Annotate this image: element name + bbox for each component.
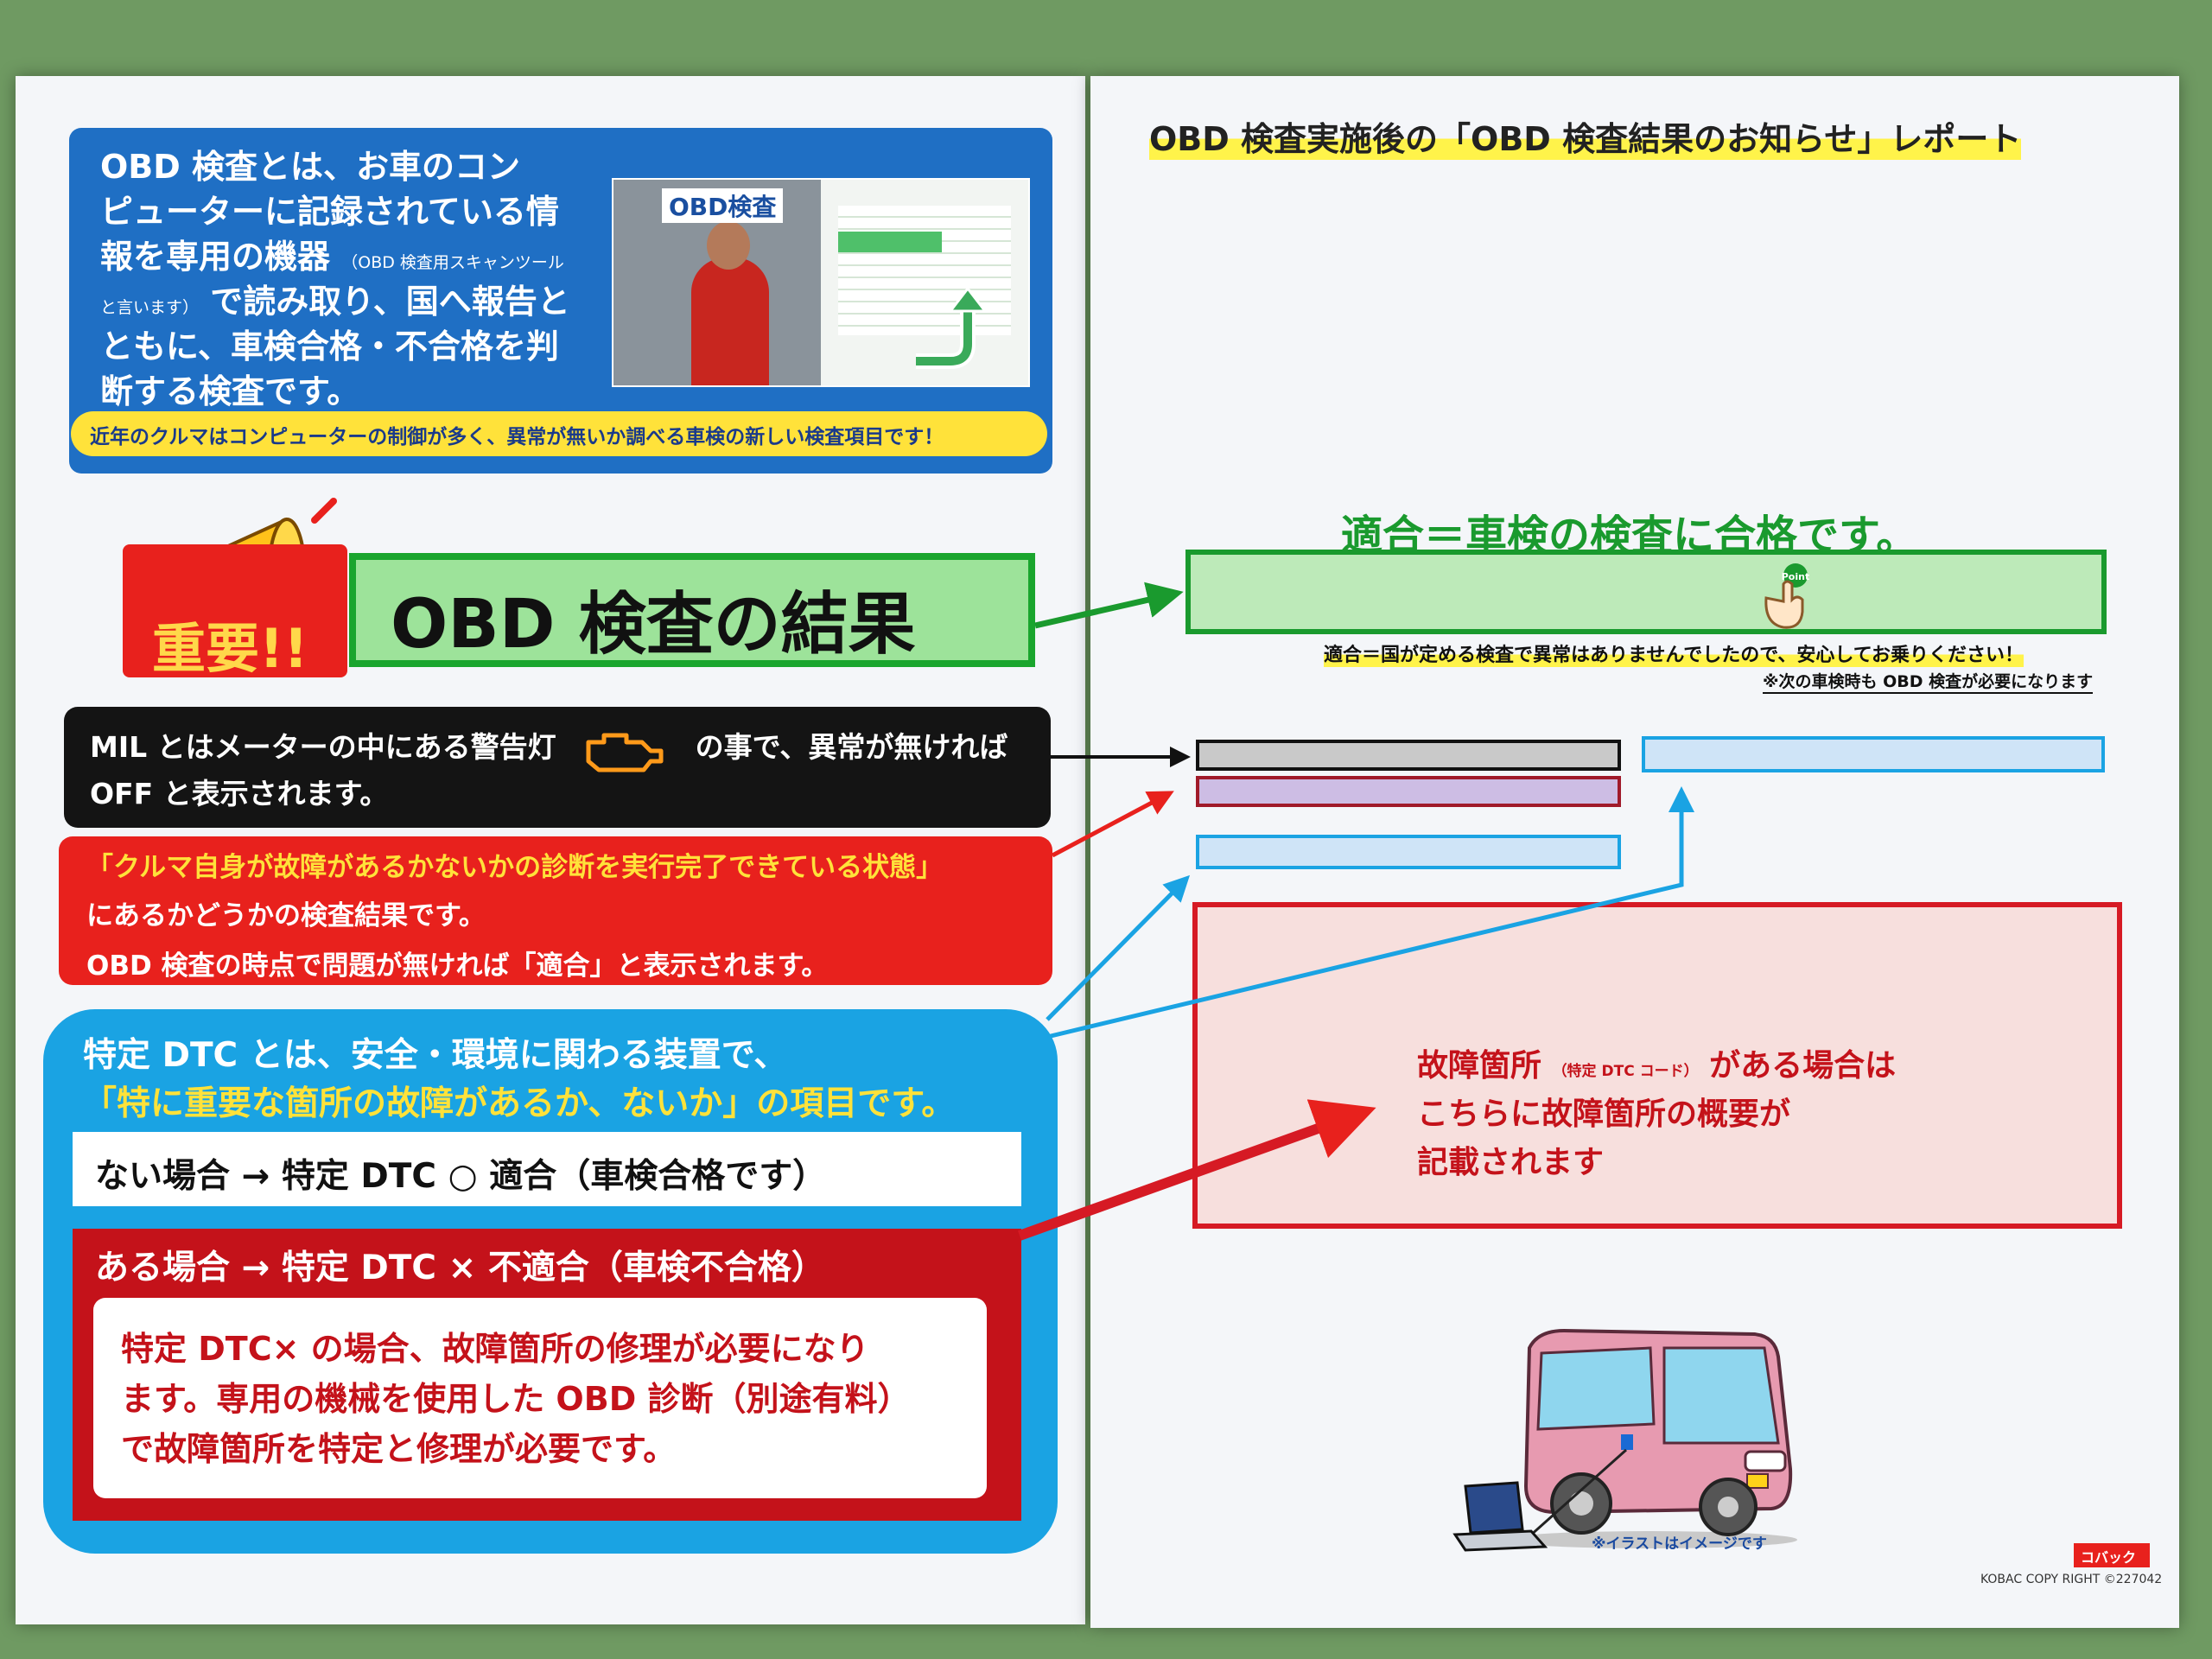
illustration-note: ※イラストはイメージです <box>1592 1535 1767 1553</box>
dtc-line-2: 「特に重要な箇所の故障があるか、ないか」の項目です。 <box>83 1084 956 1123</box>
pass-note: 適合＝国が定める検査で異常はありませんでしたので、安心してお乗りください！ <box>1324 639 2024 667</box>
intro-line-1: OBD 検査とは、お車のコン <box>100 148 521 186</box>
readiness-line-1: 「クルマ自身が故障があるかないかの診断を実行完了できている状態」 <box>86 852 944 883</box>
fault-line-1: 故障箇所 （特定 DTC コード） がある場合は <box>1417 1040 1896 1085</box>
fault-small: （特定 DTC コード） <box>1552 1063 1699 1080</box>
readiness-line-2: にあるかどうかの検査結果です。 <box>86 900 486 931</box>
dtc-none-box <box>73 1132 1021 1206</box>
intro-small-b: と言います） <box>100 298 200 317</box>
mil-result-box <box>1196 740 1621 771</box>
intro-footer-text: 近年のクルマはコンピューターの制御が多く、異常が無いか調べる車検の新しい検査項目… <box>90 426 944 448</box>
dtc-note-line-2: ます。専用の機械を使用した OBD 診断（別途有料） <box>121 1380 911 1418</box>
dtc-some-case: ある場合 → 特定 DTC × 不適合（車検不合格） <box>95 1249 825 1287</box>
intro-line-4: と言います） で読み取り、国へ報告と <box>100 275 570 322</box>
photo-arrow-icon <box>916 286 988 369</box>
important-title: OBD 検査の結果 <box>391 586 916 664</box>
car-illustration <box>1503 1328 1797 1548</box>
intro-line-2: ピューターに記録されている情 <box>100 193 559 231</box>
report-title: OBD 検査実施後の「OBD 検査結果のお知らせ」レポート <box>1149 112 2022 160</box>
intro-footer-bar <box>71 411 1047 456</box>
dtc-result-box <box>1196 835 1621 869</box>
engine-warning-icon <box>586 733 664 772</box>
dtc-code-box <box>1642 736 2105 772</box>
mil-line-1b: の事で、異常が無ければ <box>695 730 1008 764</box>
fault-detail-box <box>1192 902 2122 1229</box>
photo-mechanic-head <box>707 221 750 270</box>
important-badge-text: 重要!! <box>152 617 308 680</box>
intro-small-a: （OBD 検査用スキャンツール <box>341 253 564 272</box>
obd-photo: OBD検査 <box>612 178 1030 387</box>
important-badge <box>123 544 347 677</box>
dtc-line-1: 特定 DTC とは、安全・環境に関わる装置で、 <box>83 1036 788 1075</box>
photo-screen-grid <box>838 206 1011 335</box>
intro-line-3-text: 報を専用の機器 <box>100 238 331 276</box>
important-title-box <box>349 553 1035 667</box>
brand-logo-text: コバック <box>2081 1549 2137 1566</box>
point-label: Point <box>1782 571 1809 582</box>
intro-line-3: 報を専用の機器 （OBD 検査用スキャンツール <box>100 230 564 277</box>
fault-line-2: こちらに故障箇所の概要が <box>1417 1096 1791 1132</box>
fault-line-1b: がある場合は <box>1709 1048 1897 1084</box>
pass-result-box <box>1185 550 2107 634</box>
brand-logo: コバック <box>2074 1543 2150 1567</box>
arrow-to-readiness-box <box>1051 791 1174 858</box>
dtc-note-box <box>93 1298 987 1498</box>
arrow-to-pass-box <box>1034 582 1184 629</box>
fault-line-3: 記載されます <box>1417 1145 1605 1180</box>
readiness-box <box>59 836 1052 985</box>
laptop-illustration <box>1452 1481 1548 1552</box>
dtc-none-case: ない場合 → 特定 DTC ○ 適合（車検合格です） <box>95 1157 827 1196</box>
arrow-to-fault-box <box>1017 1099 1376 1241</box>
photo-mechanic <box>691 257 769 385</box>
fault-line-1a: 故障箇所 <box>1417 1048 1542 1084</box>
mil-box <box>64 707 1051 828</box>
intro-line-4-text: で読み取り、国へ報告と <box>210 283 570 321</box>
arrow-to-dtc-code-box <box>1046 786 1694 1039</box>
arrow-to-dtc-box <box>1046 874 1191 1021</box>
next-inspection-note: ※次の車検時も OBD 検査が必要になります <box>1763 669 2094 694</box>
point-hand-icon: Point <box>1764 563 1809 629</box>
readiness-line-3: OBD 検査の時点で問題が無ければ「適合」と表示されます。 <box>86 950 829 982</box>
photo-screen-highlight <box>838 232 942 252</box>
intro-line-5: ともに、車検合格・不合格を判 <box>100 327 559 365</box>
intro-line-6: 断する検査です。 <box>100 372 360 410</box>
dtc-note-line-1: 特定 DTC× の場合、故障箇所の修理が必要になり <box>121 1330 869 1368</box>
photo-label: OBD検査 <box>662 188 784 223</box>
readiness-result-box <box>1196 776 1621 807</box>
photo-screen <box>821 180 1028 385</box>
copyright: KOBAC COPY RIGHT ©227042 <box>1980 1573 2163 1586</box>
mil-line-1: MIL とはメーターの中にある警告灯 の事で、異常が無ければ <box>90 724 1007 773</box>
dtc-note-line-3: で故障箇所を特定と修理が必要です。 <box>121 1430 677 1468</box>
mil-line-2: OFF と表示されます。 <box>90 777 389 810</box>
mil-line-1a: MIL とはメーターの中にある警告灯 <box>90 730 556 764</box>
